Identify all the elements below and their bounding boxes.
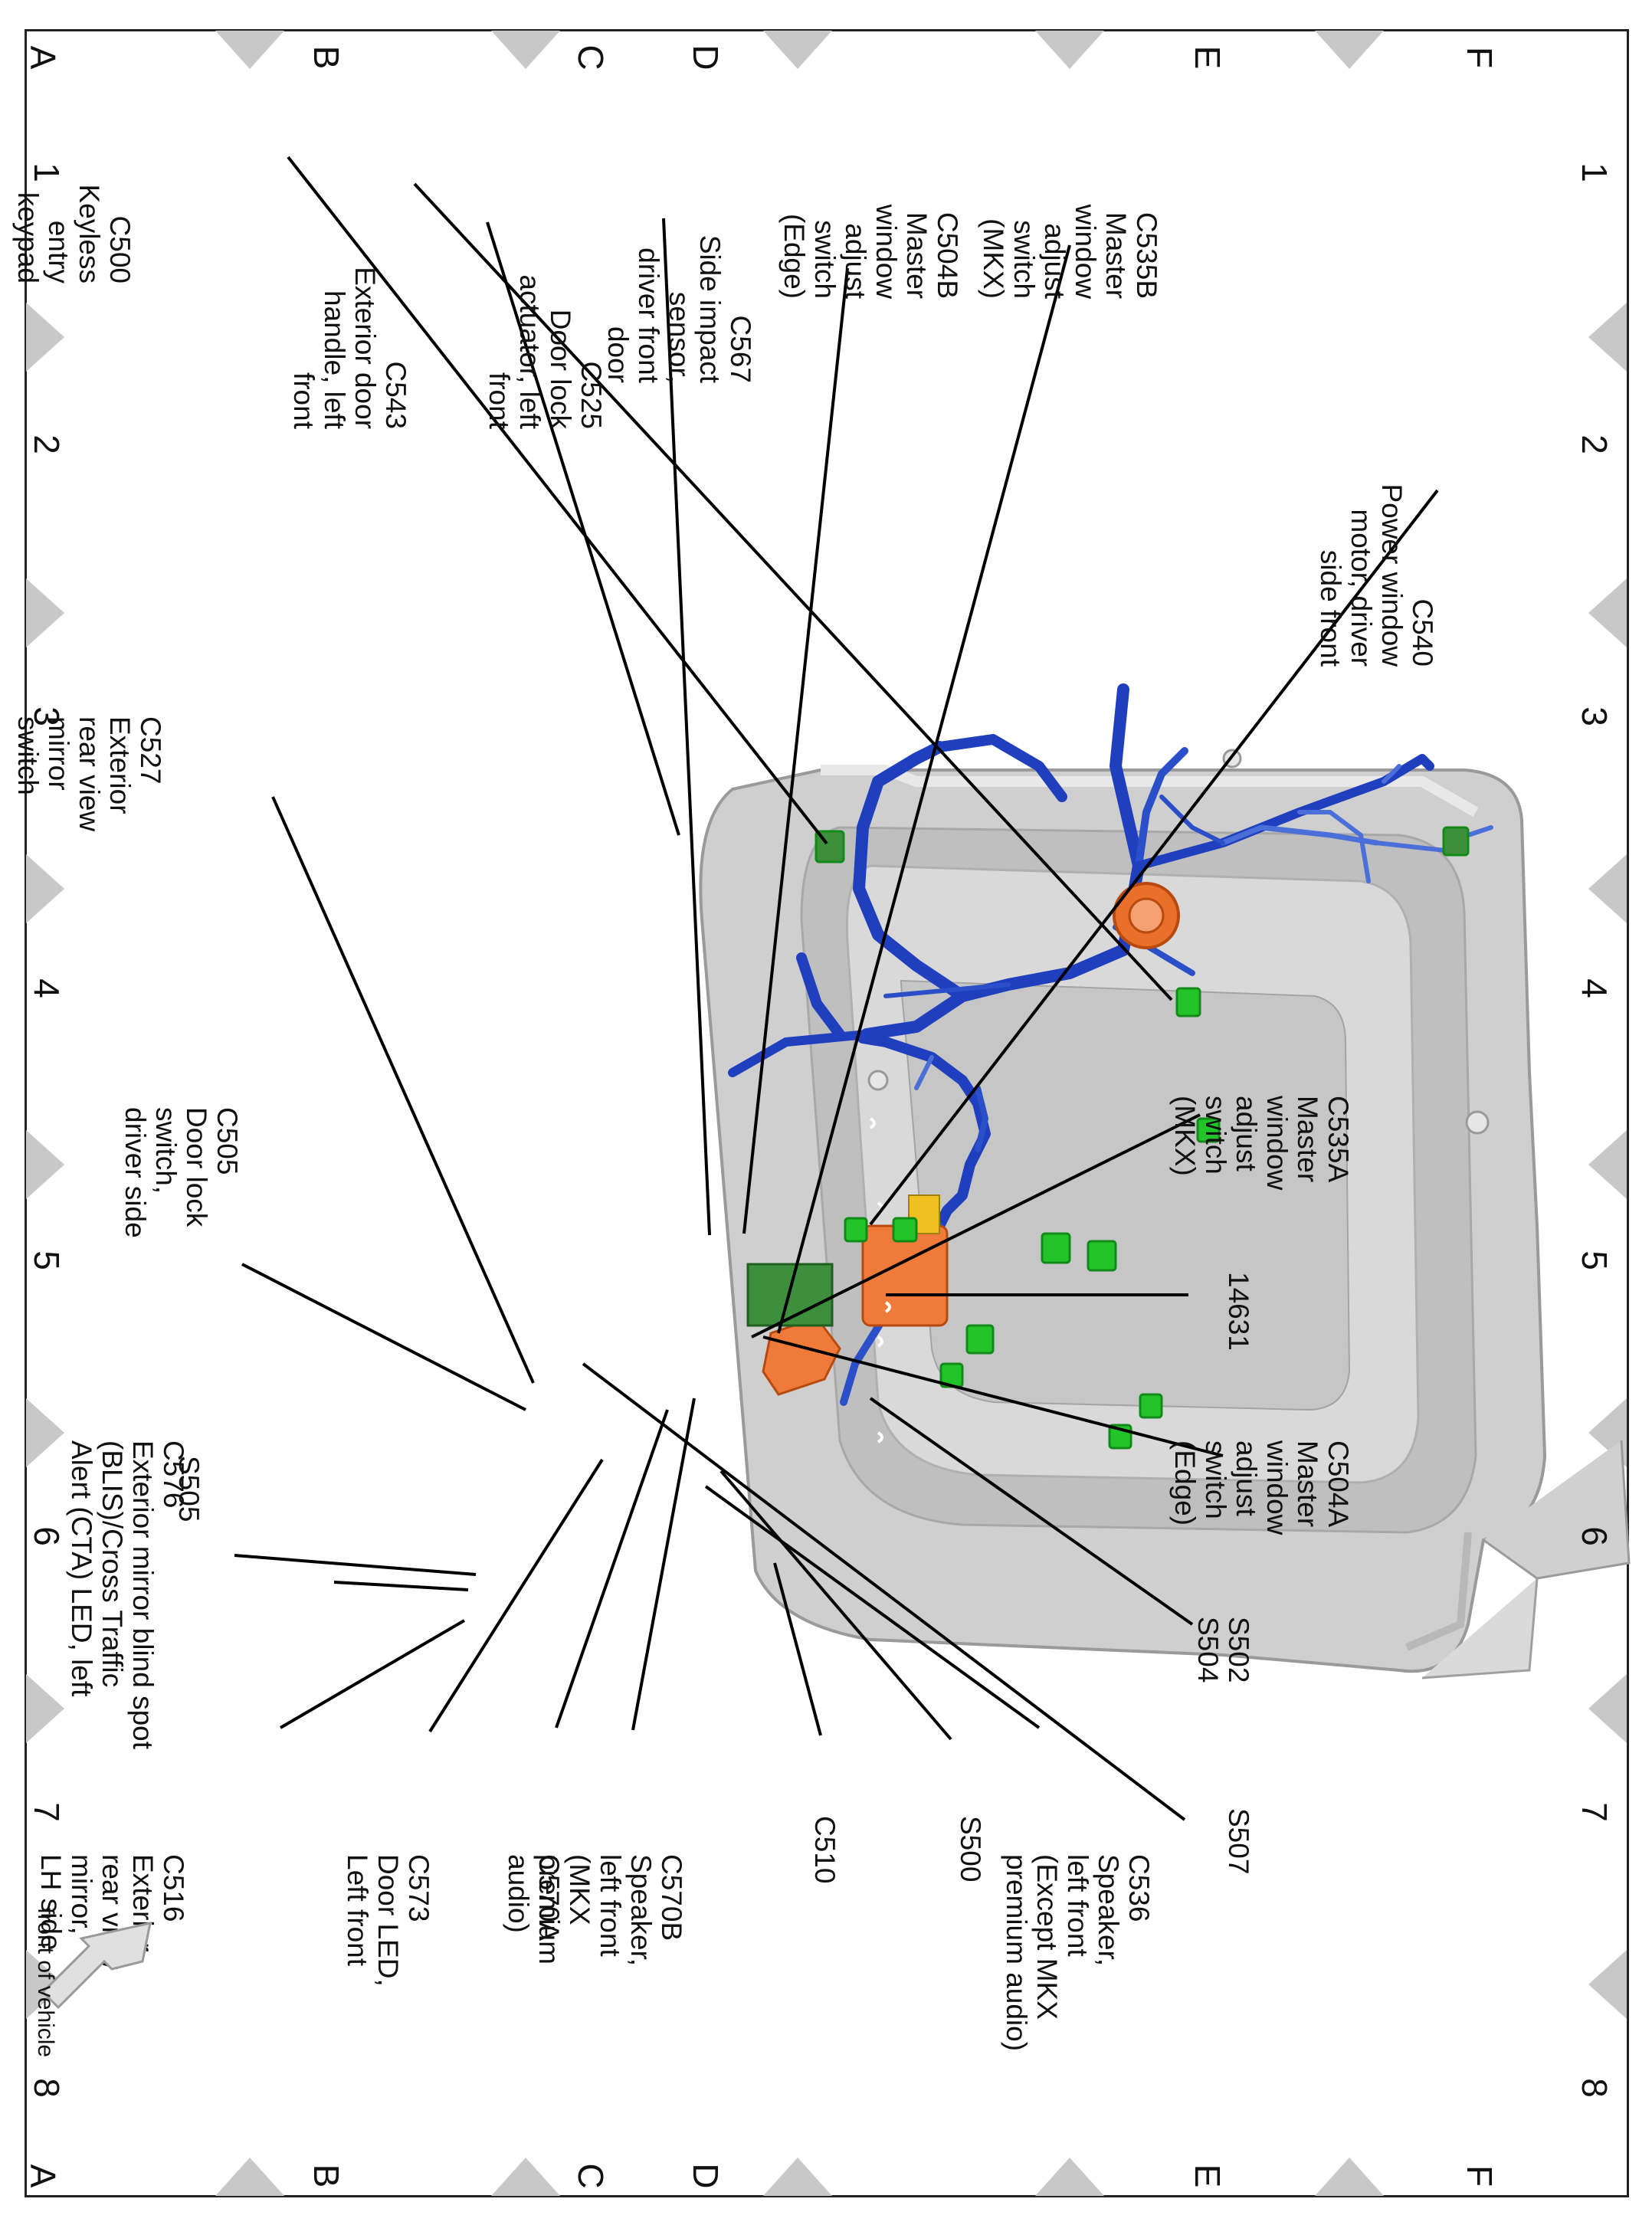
leader-c540 xyxy=(869,489,1439,1226)
zone-triangle-top-3 xyxy=(26,1130,64,1199)
leader-c535b xyxy=(777,244,1071,1334)
grommet xyxy=(1113,882,1180,949)
leader-c573 xyxy=(428,1458,604,1733)
leader-c516 xyxy=(279,1619,466,1729)
zone-triangle-right-2 xyxy=(763,2158,832,2196)
zone-triangle-bottom-5 xyxy=(1588,1674,1627,1743)
connectors xyxy=(815,826,1470,1450)
zone-triangle-bottom-0 xyxy=(1588,303,1627,372)
leader-c500 xyxy=(287,156,828,845)
zone-triangle-bottom-3 xyxy=(1588,1130,1627,1199)
zone-triangle-top-1 xyxy=(26,578,64,647)
leader-s500 xyxy=(719,1470,952,1741)
zone-triangle-top-6 xyxy=(26,1950,64,2019)
zone-triangle-right-1 xyxy=(1035,2158,1104,2196)
zone-triangle-left-0 xyxy=(1315,31,1384,69)
leader-c543 xyxy=(413,182,1173,1001)
wiring-harness xyxy=(728,683,1493,1406)
leader-c576 xyxy=(333,1581,469,1591)
leader-c536 xyxy=(704,1485,1041,1729)
zone-triangle-left-3 xyxy=(491,31,560,69)
zone-triangle-top-0 xyxy=(26,303,64,372)
zone-triangle-left-4 xyxy=(215,31,284,69)
zone-triangle-bottom-2 xyxy=(1588,854,1627,923)
leader-c570a xyxy=(555,1409,669,1729)
leader-s507 xyxy=(582,1362,1186,1821)
zone-triangle-top-2 xyxy=(26,854,64,923)
zone-triangle-left-1 xyxy=(1035,31,1104,69)
zone-triangle-right-3 xyxy=(491,2158,560,2196)
leader-c504b xyxy=(742,267,849,1234)
zone-triangle-right-0 xyxy=(1315,2158,1384,2196)
zone-triangle-bottom-1 xyxy=(1588,578,1627,647)
zone-triangle-bottom-6 xyxy=(1588,1950,1627,2019)
leader-c510 xyxy=(773,1562,822,1736)
zone-triangle-top-4 xyxy=(26,1398,64,1467)
leader-c505 xyxy=(241,1263,526,1411)
leader-c504a xyxy=(762,1335,1224,1457)
zone-triangle-top-5 xyxy=(26,1674,64,1743)
leader-c525 xyxy=(486,221,680,836)
front-of-vehicle-label: front of vehicle xyxy=(33,1908,58,2058)
leader-s502-s504 xyxy=(869,1397,1194,1626)
leader-c570b xyxy=(631,1398,696,1731)
zone-triangle-left-2 xyxy=(763,31,832,69)
leader-c527 xyxy=(271,796,535,1384)
leader-c535a xyxy=(751,1113,1201,1339)
zone-triangle-right-4 xyxy=(215,2158,284,2196)
leader-c567 xyxy=(662,218,711,1236)
leader-s505 xyxy=(234,1554,477,1576)
